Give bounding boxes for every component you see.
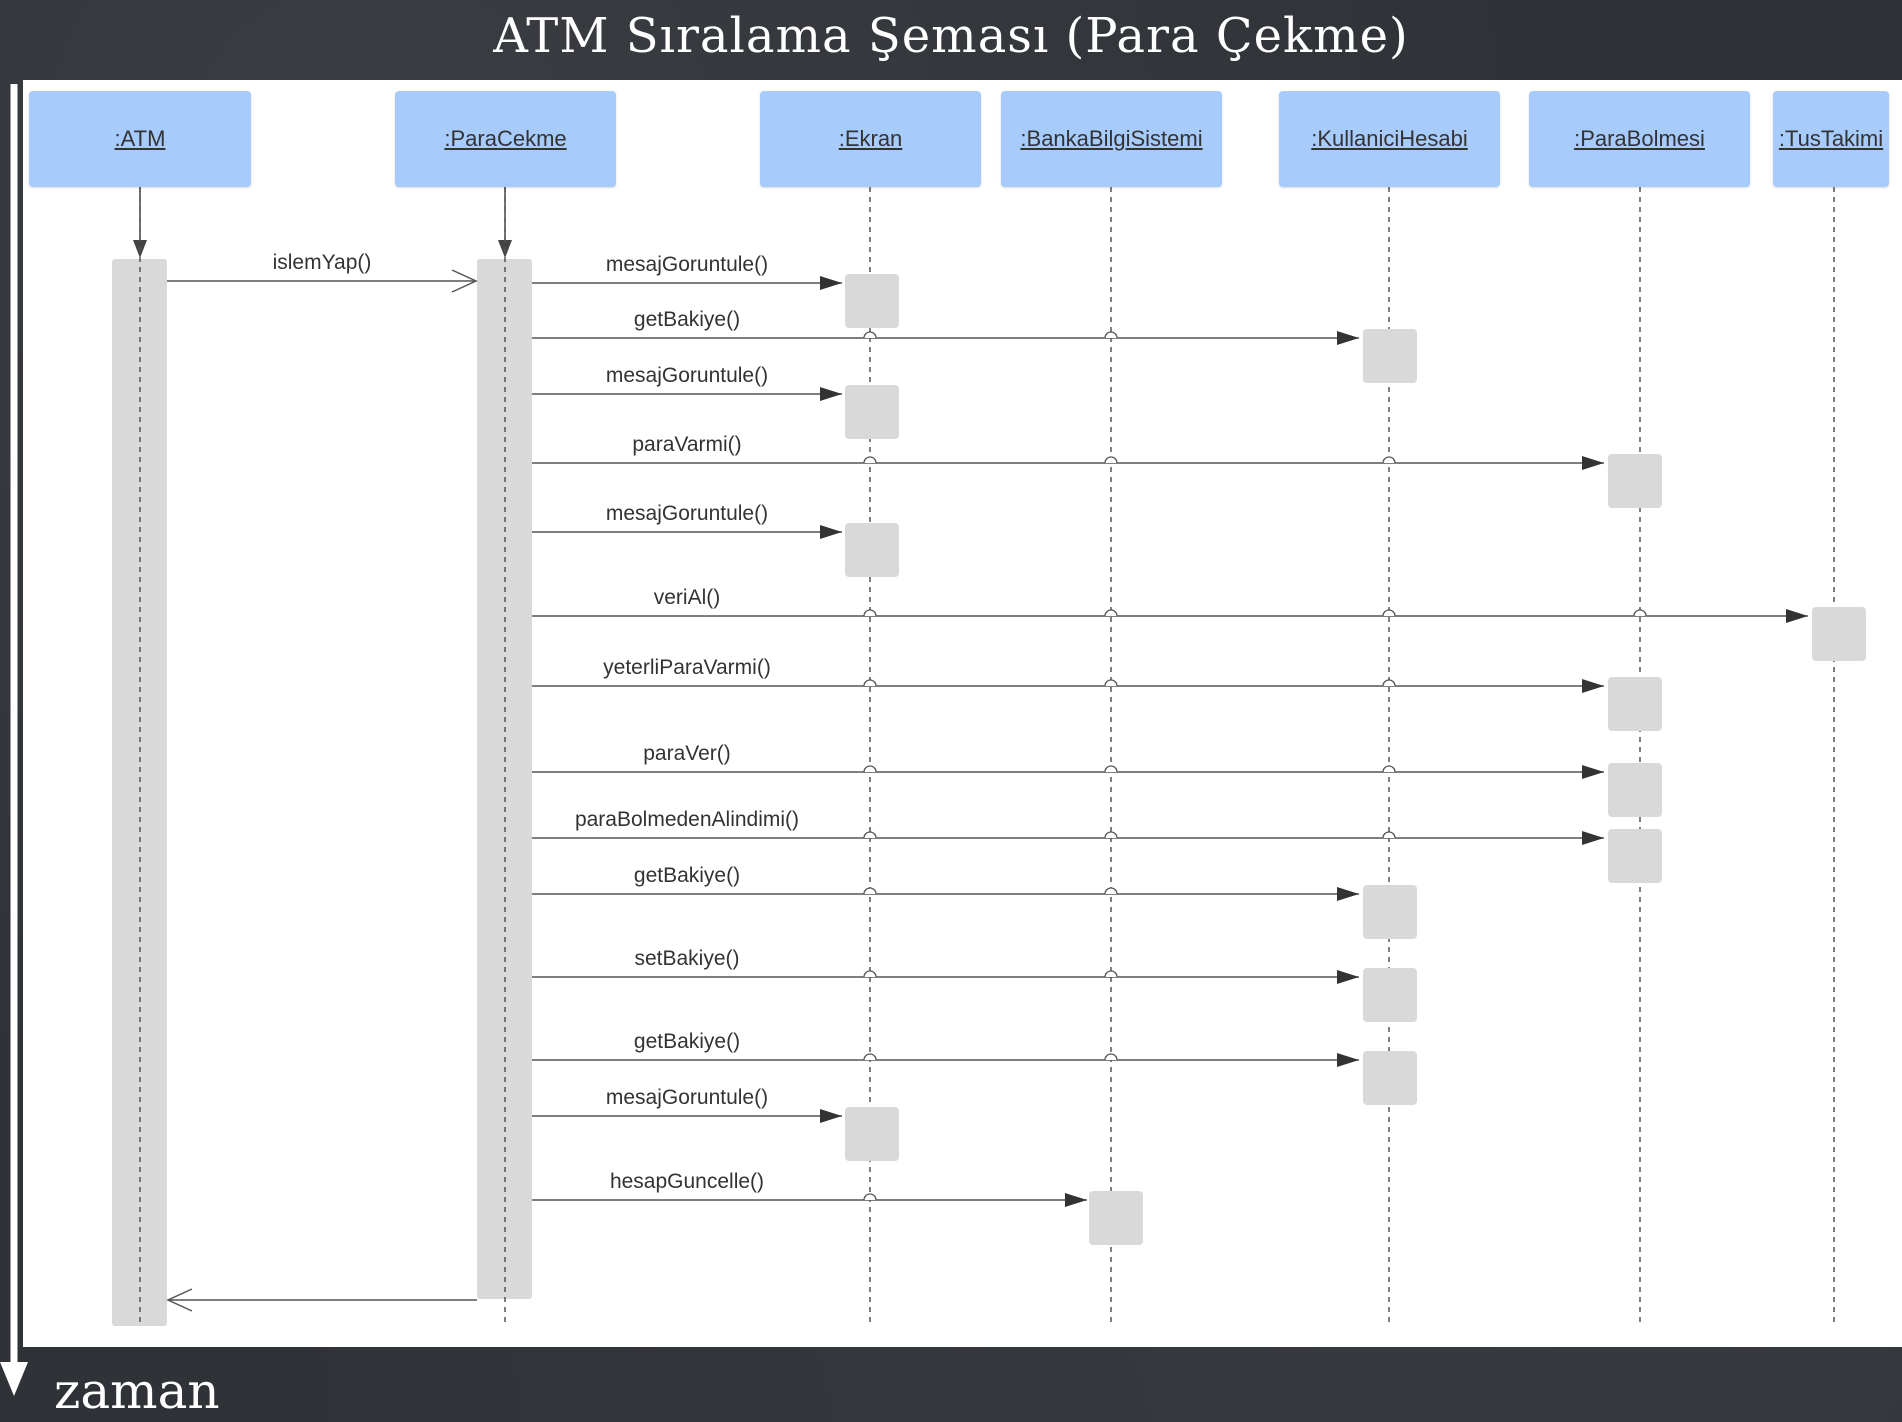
message-label: islemYap() bbox=[272, 251, 372, 274]
message-label: hesapGuncelle() bbox=[609, 1170, 765, 1193]
message-arrowhead bbox=[1582, 456, 1604, 470]
participant-ekran: :Ekran bbox=[760, 91, 981, 187]
message-arrowhead bbox=[451, 269, 478, 293]
participant-atm: :ATM bbox=[29, 91, 251, 187]
execution-box-ekran bbox=[845, 1107, 899, 1161]
execution-box-tustakimi bbox=[1812, 607, 1866, 661]
execution-box-ekran bbox=[845, 274, 899, 328]
message-label: paraBolmedenAlindimi() bbox=[574, 808, 800, 831]
execution-box-kullanici bbox=[1363, 329, 1417, 383]
execution-box-kullanici bbox=[1363, 968, 1417, 1022]
lifeline-crossing-hop bbox=[863, 331, 877, 339]
lifeline-crossing-hop bbox=[863, 679, 877, 687]
execution-box-kullanici bbox=[1363, 1051, 1417, 1105]
message-arrowhead bbox=[1337, 331, 1359, 345]
message-arrowhead bbox=[820, 1109, 842, 1123]
message-label: getBakiye() bbox=[633, 308, 741, 331]
lifeline-crossing-hop bbox=[1633, 609, 1647, 617]
message-label: mesajGoruntule() bbox=[605, 502, 769, 525]
message-arrowhead bbox=[1786, 609, 1808, 623]
return-arrowhead bbox=[166, 1288, 193, 1312]
message-label: veriAl() bbox=[653, 586, 721, 609]
time-axis-label: zaman bbox=[54, 1362, 220, 1420]
lifeline-crossing-hop bbox=[1104, 609, 1118, 617]
message-arrowhead bbox=[820, 387, 842, 401]
execution-box-parabolmesi bbox=[1608, 763, 1662, 817]
participant-kullanici: :KullaniciHesabi bbox=[1279, 91, 1500, 187]
lifeline-crossing-hop bbox=[863, 887, 877, 895]
execution-box-ekran bbox=[845, 523, 899, 577]
lifeline-crossing-hop bbox=[1104, 331, 1118, 339]
message-arrowhead bbox=[1582, 679, 1604, 693]
lifeline-crossing-hop bbox=[1104, 765, 1118, 773]
lifeline-crossing-hop bbox=[1382, 765, 1396, 773]
execution-box-parabolmesi bbox=[1608, 677, 1662, 731]
message-arrowhead bbox=[1337, 970, 1359, 984]
participant-banka: :BankaBilgiSistemi bbox=[1001, 91, 1222, 187]
lifeline-crossing-hop bbox=[1104, 970, 1118, 978]
lifeline-crossing-hop bbox=[1382, 679, 1396, 687]
participant-label: :Ekran bbox=[838, 126, 903, 151]
lifeline-crossing-hop bbox=[1104, 831, 1118, 839]
diagram-canvas bbox=[23, 80, 1902, 1347]
activation-bar-atm bbox=[112, 259, 167, 1326]
lifeline-crossing-hop bbox=[863, 1053, 877, 1061]
lifeline-crossing-hop bbox=[1104, 887, 1118, 895]
message-arrowhead bbox=[820, 276, 842, 290]
participant-tustakimi: :TusTakimi bbox=[1773, 91, 1889, 187]
message-label: paraVer() bbox=[643, 742, 731, 765]
lifeline-crossing-hop bbox=[863, 831, 877, 839]
lifeline-crossing-hop bbox=[1104, 1053, 1118, 1061]
message-label: paraVarmi() bbox=[632, 433, 742, 456]
participant-label: :ParaCekme bbox=[444, 126, 567, 151]
participant-label: :KullaniciHesabi bbox=[1311, 126, 1468, 151]
message-arrowhead bbox=[1337, 887, 1359, 901]
participant-parabolmesi: :ParaBolmesi bbox=[1529, 91, 1750, 187]
lifeline-crossing-hop bbox=[1382, 831, 1396, 839]
diagram-title: ATM Sıralama Şeması (Para Çekme) bbox=[493, 8, 1409, 64]
message-label: yeterliParaVarmi() bbox=[603, 656, 771, 679]
message-arrowhead bbox=[1582, 831, 1604, 845]
execution-box-parabolmesi bbox=[1608, 454, 1662, 508]
execution-box-banka bbox=[1089, 1191, 1143, 1245]
time-axis-arrowhead bbox=[0, 1362, 28, 1396]
message-label: mesajGoruntule() bbox=[605, 364, 769, 387]
message-label: getBakiye() bbox=[633, 864, 741, 887]
participant-label: :ATM bbox=[114, 126, 166, 151]
execution-box-parabolmesi bbox=[1608, 829, 1662, 883]
lifeline-crossing-hop bbox=[863, 970, 877, 978]
execution-box-kullanici bbox=[1363, 885, 1417, 939]
execution-box-ekran bbox=[845, 385, 899, 439]
message-arrowhead bbox=[1582, 765, 1604, 779]
message-label: setBakiye() bbox=[634, 947, 740, 970]
message-arrowhead bbox=[1065, 1193, 1087, 1207]
participant-label: :ParaBolmesi bbox=[1574, 126, 1705, 151]
lifeline-crossing-hop bbox=[863, 609, 877, 617]
lifeline-crossing-hop bbox=[1104, 456, 1118, 464]
lifeline-crossing-hop bbox=[1382, 456, 1396, 464]
participant-label: :BankaBilgiSistemi bbox=[1020, 126, 1203, 151]
message-arrowhead bbox=[820, 525, 842, 539]
lifeline-crossing-hop bbox=[863, 765, 877, 773]
lifeline-crossing-hop bbox=[863, 1193, 877, 1201]
participant-label: :TusTakimi bbox=[1778, 126, 1884, 151]
message-label: mesajGoruntule() bbox=[605, 253, 769, 276]
message-label: mesajGoruntule() bbox=[605, 1086, 769, 1109]
participant-paracekme: :ParaCekme bbox=[395, 91, 616, 187]
message-label: getBakiye() bbox=[633, 1030, 741, 1053]
lifeline-crossing-hop bbox=[863, 456, 877, 464]
lifeline-crossing-hop bbox=[1382, 609, 1396, 617]
lifeline-crossing-hop bbox=[1104, 679, 1118, 687]
message-arrowhead bbox=[1337, 1053, 1359, 1067]
